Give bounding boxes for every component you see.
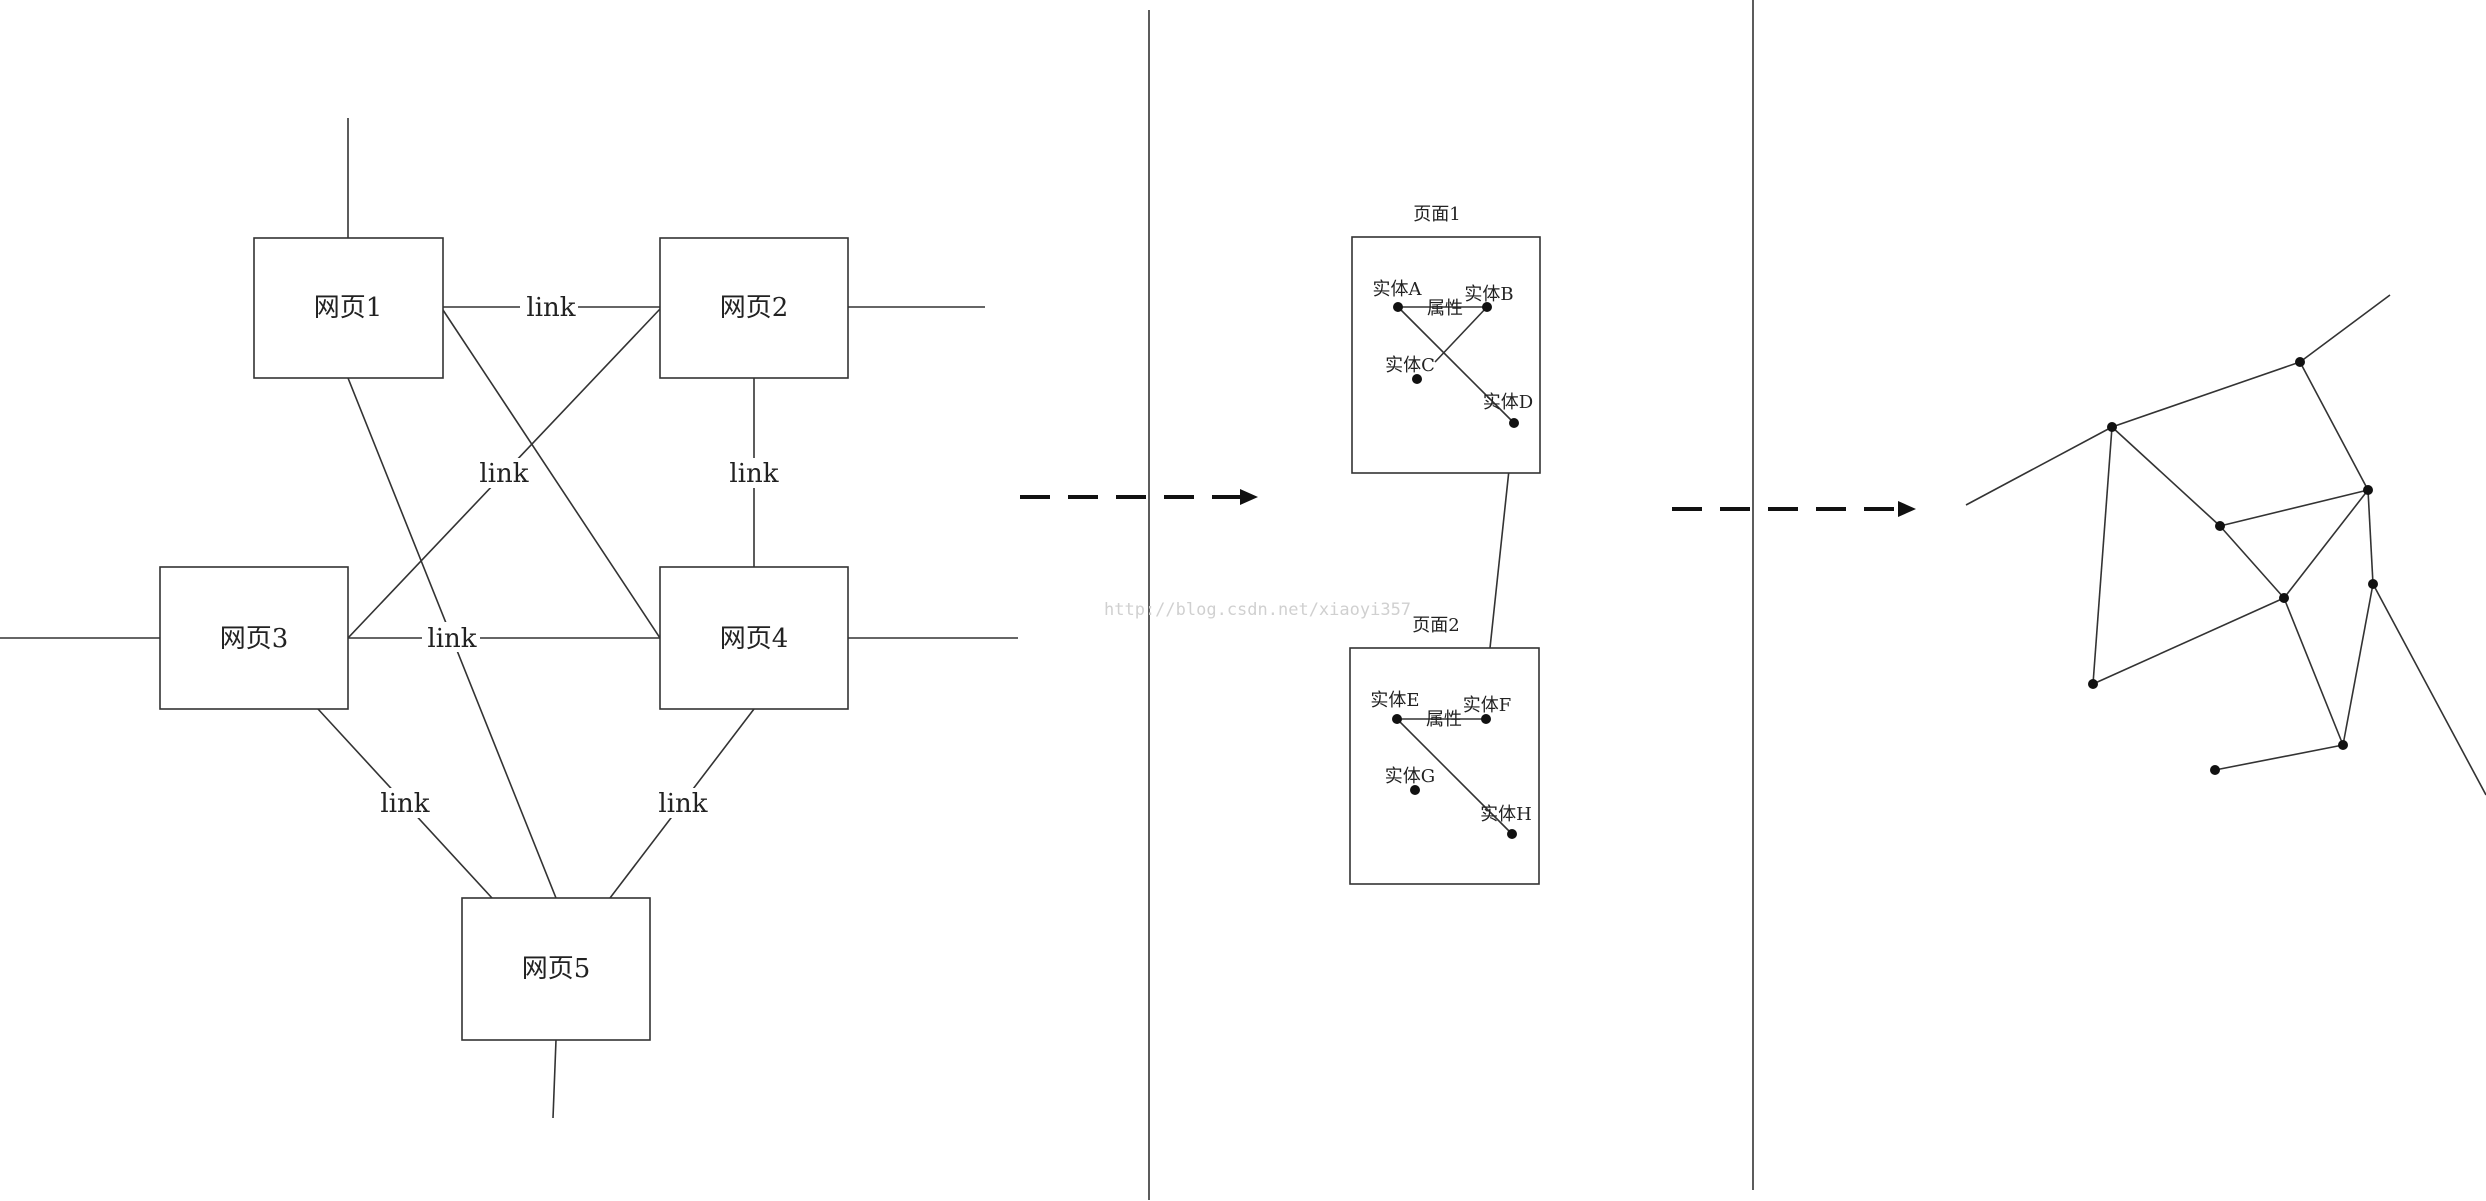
graph-node — [2295, 357, 2305, 367]
entity-c-dot — [1412, 374, 1422, 384]
entity-h-dot — [1507, 829, 1517, 839]
graph-node — [2107, 422, 2117, 432]
webpage-node-2: 网页2 — [659, 237, 849, 379]
webpage-graph: link link link link link link 网页1 网页2 网页… — [0, 118, 1018, 1119]
link-label-p4-p5: link — [658, 789, 707, 819]
page2-title: 页面2 — [1412, 615, 1459, 636]
webpage-node-1: 网页1 — [253, 237, 444, 379]
entity-e-dot — [1392, 714, 1402, 724]
entity-f-dot — [1481, 714, 1491, 724]
entity-h-label: 实体H — [1480, 804, 1532, 825]
entity-a-label: 实体A — [1373, 279, 1423, 300]
entity-e-label: 实体E — [1370, 690, 1419, 711]
graph-node — [2338, 740, 2348, 750]
link-label-p2-p4: link — [729, 459, 778, 489]
graph-node — [2368, 579, 2378, 589]
entity-b-label: 实体B — [1464, 284, 1513, 305]
entity-g-label: 实体G — [1385, 766, 1435, 787]
entity-b-dot — [1482, 302, 1492, 312]
entity-pages: 页面1 实体A 实体B 属性 实体C 实体D 页面2 实体E 实体F 属性 实体… — [1349, 204, 1541, 885]
graph-node — [2215, 521, 2225, 531]
graph-node — [2088, 679, 2098, 689]
webpage-node-4: 网页4 — [659, 566, 849, 710]
link-label-p2-p3: link — [479, 459, 528, 489]
webpage-node-3-label: 网页3 — [220, 624, 289, 654]
attribute-label-page1: 属性 — [1427, 298, 1463, 319]
entity-a-dot — [1393, 302, 1403, 312]
link-label-p3-p5: link — [380, 789, 429, 819]
webpage-node-5-label: 网页5 — [522, 954, 591, 984]
webpage-node-5: 网页5 — [461, 897, 651, 1041]
link-label-p3-p4: link — [427, 624, 476, 654]
entity-c-label: 实体C — [1385, 355, 1435, 376]
attribute-label-page2: 属性 — [1426, 709, 1462, 730]
webpage-node-3: 网页3 — [159, 566, 349, 710]
edge-p1-p4 — [442, 309, 661, 639]
entity-d-dot — [1509, 418, 1519, 428]
entity-f-label: 实体F — [1463, 695, 1512, 716]
webpage-node-2-label: 网页2 — [720, 293, 789, 323]
dashed-arrow-1 — [1020, 489, 1258, 505]
graph-node — [2279, 593, 2289, 603]
webpage-node-4-label: 网页4 — [720, 624, 789, 654]
webpage-node-1-label: 网页1 — [314, 293, 383, 323]
graph-node — [2363, 485, 2373, 495]
watermark-text: http://blog.csdn.net/xiaoyi357 — [1104, 600, 1411, 620]
knowledge-graph — [1965, 294, 2486, 796]
entity-d-label: 实体D — [1483, 392, 1533, 413]
page1-title: 页面1 — [1413, 204, 1460, 225]
dashed-arrow-2 — [1672, 501, 1916, 517]
graph-node — [2210, 765, 2220, 775]
link-label-p1-p2: link — [526, 293, 575, 323]
entity-g-dot — [1410, 785, 1420, 795]
